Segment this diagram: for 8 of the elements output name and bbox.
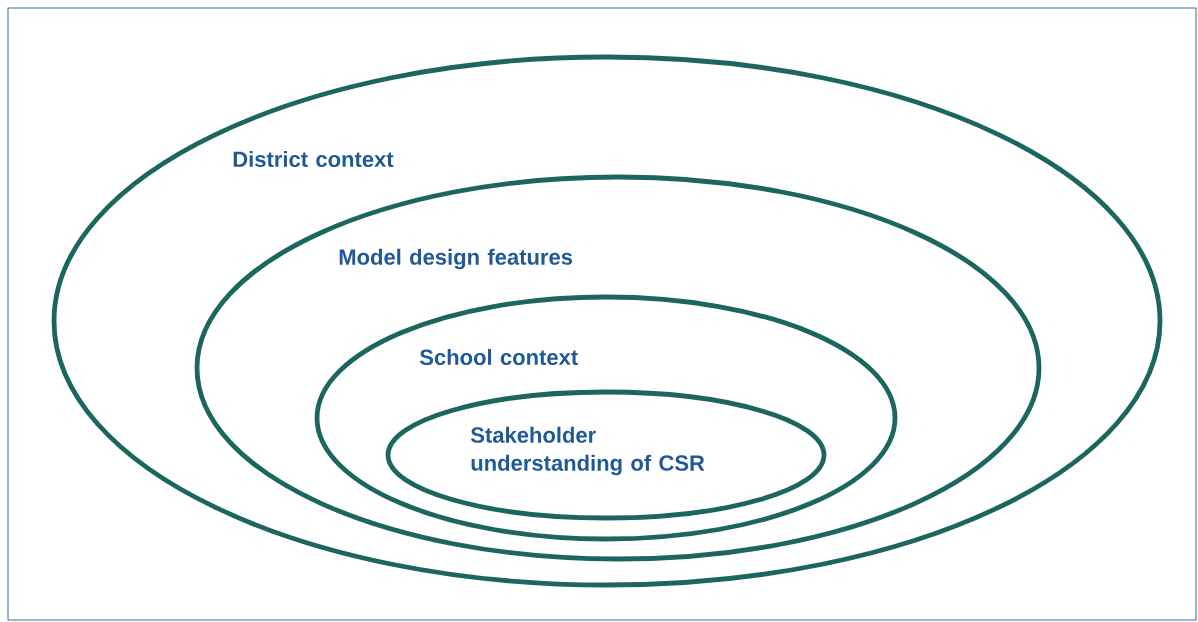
ring-label: School context xyxy=(419,348,578,366)
ring-label: Stakeholder understanding of CSR xyxy=(470,426,705,476)
ring-label: District context xyxy=(233,150,394,168)
ring-label: Model design features xyxy=(339,248,573,270)
nested-ellipse xyxy=(51,54,1163,588)
nested-ellipse xyxy=(314,294,898,542)
nested-ellipse xyxy=(194,174,1042,562)
nested-ellipse xyxy=(385,389,827,521)
